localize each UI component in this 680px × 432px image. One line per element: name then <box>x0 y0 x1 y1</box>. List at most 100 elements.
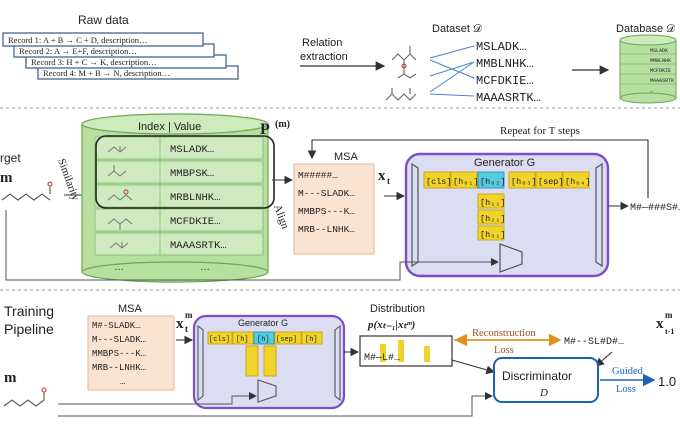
dist-bar-1 <box>380 344 386 362</box>
db-row-4: MAAASRTK <box>650 78 674 84</box>
bottom-token-cls-label: [cls] <box>209 336 230 344</box>
bottom-condition-arrow <box>58 392 257 405</box>
dataset-links <box>429 45 475 97</box>
bottom-token-h3 <box>301 331 323 345</box>
bottom-xt-superscript: m <box>185 310 193 320</box>
sub-token-3-label: [h₃₁] <box>480 230 506 240</box>
bottom-msa-row-2: M---SLADK… <box>92 335 146 345</box>
xt-subscript: t <box>387 176 390 186</box>
dist-bar-2 <box>398 340 404 362</box>
reconstruction-label-1: Reconstruction <box>472 328 536 339</box>
molecule-icon-1 <box>391 46 417 68</box>
bottom-xt-subscript: t <box>185 324 188 334</box>
record-2: Record 2: A → E+F, description… <box>19 46 137 56</box>
sequence-2: MMBLNHK… <box>476 57 534 71</box>
bottom-token-h2 <box>253 331 275 345</box>
bottom-xt-label: x <box>176 316 184 332</box>
sequence-1: MSLADK… <box>476 40 526 54</box>
molecule-icon-2 <box>397 63 417 79</box>
relation-label-2: extraction <box>300 51 348 63</box>
bottom-msa-row-5: … <box>120 377 125 387</box>
dist-bar-3 <box>424 346 430 362</box>
record-stack: Record 1: A + B → C + D, description… Re… <box>2 32 239 80</box>
sequence-4: MAAASRTK… <box>476 91 541 105</box>
db-entry-5: MAAASRTK… <box>170 240 227 252</box>
msa-title: MSA <box>334 151 359 163</box>
record-1: Record 1: A + B → C + D, description… <box>8 35 147 45</box>
token-h01-label: [h₀₁] <box>453 177 479 187</box>
discriminator-title: Discriminator <box>502 369 572 383</box>
bottom-token-h3-label: [h] <box>305 336 318 344</box>
database-cylinder-small: MSLADK MMBLNHK MCFDKIE MAAASRTK … <box>619 34 677 104</box>
x-right-subscript: t-1 <box>665 327 674 336</box>
token-h01 <box>450 171 478 189</box>
bottom-msa-row-4: MRB--LNHK… <box>92 363 146 373</box>
target-variable: m <box>0 170 13 186</box>
score-value: 1.0 <box>658 374 676 389</box>
p-superscript: (m) <box>275 119 290 130</box>
bottom-token-sep-label: [sep] <box>276 336 297 344</box>
bottom-msa-box: M#-SLADK… M---SLADK… MMBPS---K… MRB--LNH… <box>87 315 175 391</box>
sub-token-2-label: [h₂₁] <box>480 214 506 224</box>
sub-token-1 <box>477 193 505 209</box>
p-label: P <box>260 121 270 138</box>
xt-label: x <box>378 168 386 184</box>
bottom-token-h2-label: [h] <box>257 336 270 344</box>
token-h02 <box>477 171 505 189</box>
db-entry-1: MSLADK… <box>170 144 214 156</box>
raw-data-title: Raw data <box>78 13 129 27</box>
token-h02-label: [h₀₂] <box>480 177 506 187</box>
repeat-loop-arrow <box>307 139 649 198</box>
bottom-msa-row-1: M#-SLADK… <box>92 321 141 331</box>
training-label-2: Pipeline <box>4 321 54 337</box>
token-h03 <box>508 171 536 189</box>
guided-label-1: Guided <box>612 366 644 377</box>
bottom-token-cls <box>207 331 233 345</box>
record-4: Record 4: M + B → N, description… <box>43 68 170 78</box>
generator-title: Generator G <box>474 157 535 169</box>
token-cls-label: [cls] <box>426 177 452 187</box>
bottom-generator-title: Generator G <box>238 318 288 328</box>
guided-label-2: Loss <box>616 384 636 395</box>
bottom-msa-title: MSA <box>118 303 143 315</box>
sub-token-2 <box>477 209 505 225</box>
db-row-5: … <box>650 88 653 94</box>
msa-row-1: M#####… <box>298 170 338 181</box>
molecule-icon-3 <box>385 88 417 101</box>
reconstruction-label-2: Loss <box>494 345 514 356</box>
bottom-token-h1-label: [h] <box>236 336 249 344</box>
bottom-target-molecule-icon <box>3 387 47 407</box>
reconstruction-sequence: M#--SL#D#… <box>564 337 624 348</box>
target-label: rget <box>0 151 21 165</box>
x-right-label: x <box>656 316 664 332</box>
bottom-generator-box: Generator G <box>192 314 346 410</box>
record-3: Record 3: H + C → K, description… <box>31 57 157 67</box>
x-right-superscript: m <box>665 310 673 320</box>
condition-arrow <box>5 210 499 281</box>
db-entry-2: MMBPSK… <box>170 168 214 180</box>
token-h04 <box>562 171 590 189</box>
msa-row-4: MRB--LNHK… <box>298 224 355 235</box>
retrieved-set-outline <box>95 135 275 209</box>
bottom-condition-to-discriminator-arrow <box>58 392 493 417</box>
sequence-3: MCFDKIE… <box>476 74 534 88</box>
bottom-msa-row-3: MMBPS---K… <box>92 349 146 359</box>
bottom-token-sep <box>274 331 302 345</box>
database-title: Database 𝒟 <box>616 23 675 35</box>
db-header: Index | Value <box>138 121 201 133</box>
relation-label-1: Relation <box>302 37 342 49</box>
distribution-box <box>359 335 453 367</box>
db-entry-3: MRBLNHK… <box>170 192 220 204</box>
output-sequence: M#—###S#… <box>630 203 680 214</box>
sub-token-3 <box>477 225 505 241</box>
db-row-3: MCFDKIE <box>650 68 671 74</box>
distribution-title: Distribution <box>370 303 425 315</box>
to-discriminator-arrow <box>451 359 496 375</box>
msa-row-2: M---SLADK… <box>298 188 355 199</box>
msa-row-3: MMBPS---K… <box>298 206 355 217</box>
db-entry-7: … <box>200 262 210 273</box>
token-cls <box>423 171 451 189</box>
token-sep <box>535 171 563 189</box>
training-label-1: Training <box>4 303 54 319</box>
